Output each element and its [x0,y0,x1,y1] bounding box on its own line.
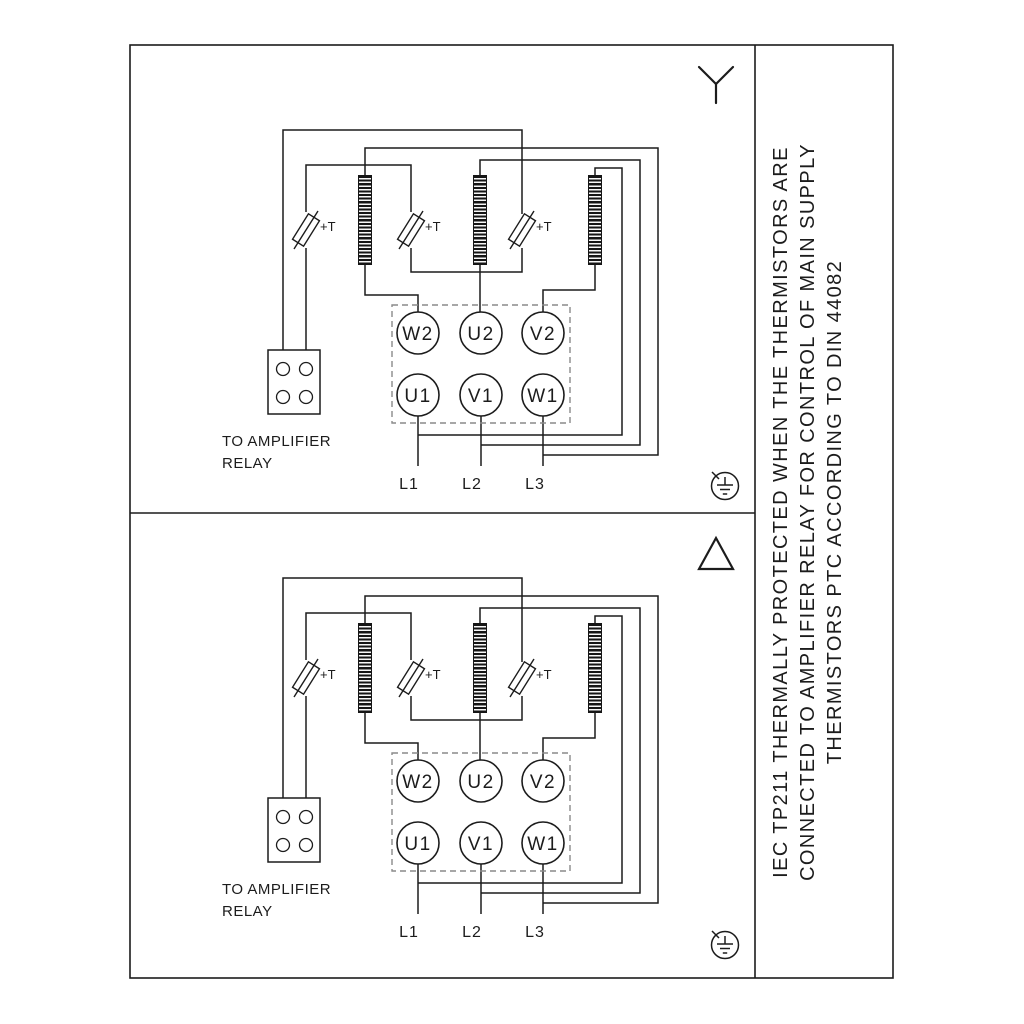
motor-winding [358,623,372,713]
motor-winding [473,623,487,713]
outer-border [129,44,894,979]
earth-ground-top [710,471,740,501]
side-note-line3: THERMISTORS PTC ACCORDING TO DIN 44082 [824,260,846,764]
side-note-line1: IEC TP211 THERMALLY PROTECTED WHEN THE T… [770,146,792,878]
side-note-line2: CONNECTED TO AMPLIFIER RELAY FOR CONTROL… [797,143,819,881]
delta-connection-icon [697,535,735,571]
side-note: IEC TP211 THERMALLY PROTECTED WHEN THE T… [770,143,846,881]
earth-ground-bottom [710,930,740,960]
motor-winding [473,175,487,265]
motor-winding [588,175,602,265]
motor-winding [588,623,602,713]
star-connection-icon [697,65,735,105]
motor-winding [358,175,372,265]
